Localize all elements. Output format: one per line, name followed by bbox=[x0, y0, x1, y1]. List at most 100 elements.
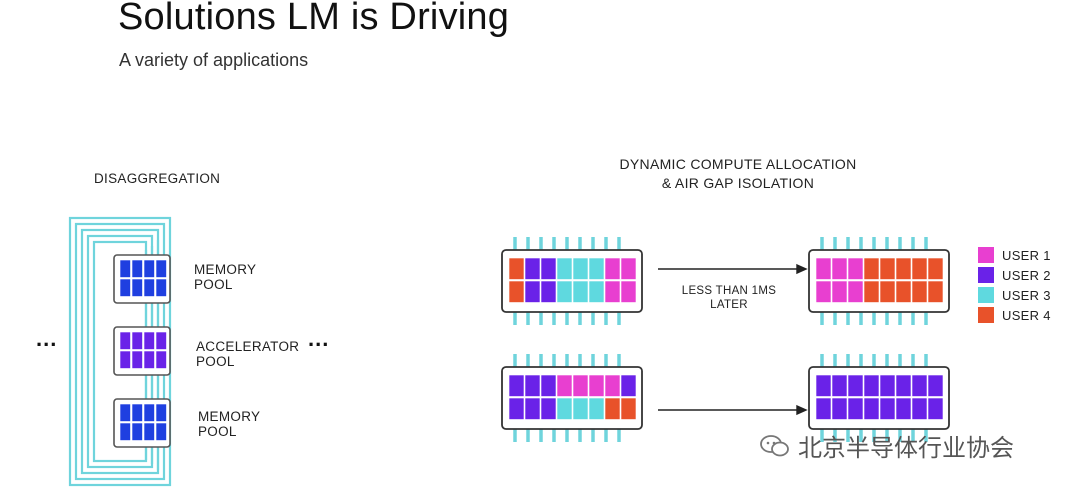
compute-cell bbox=[556, 397, 573, 420]
pool-cell bbox=[155, 278, 167, 297]
arrows bbox=[658, 263, 808, 416]
compute-cell bbox=[540, 280, 557, 303]
compute-cell bbox=[604, 280, 621, 303]
compute-cell bbox=[588, 257, 605, 280]
pool-cell bbox=[131, 259, 143, 278]
accelerator-pool-chip bbox=[113, 326, 171, 376]
slide-subtitle: A variety of applications bbox=[119, 50, 309, 70]
compute-cell bbox=[831, 397, 848, 420]
compute-cell bbox=[863, 280, 880, 303]
compute-cell bbox=[556, 257, 573, 280]
compute-cell bbox=[895, 397, 912, 420]
pool-chips bbox=[113, 254, 171, 448]
watermark: 北京半导体行业协会 bbox=[760, 428, 1014, 463]
chip-after-bottom bbox=[808, 354, 950, 442]
arrow-head-bottom bbox=[796, 404, 808, 416]
compute-cell bbox=[927, 257, 944, 280]
pool-cell bbox=[143, 422, 155, 441]
compute-cell bbox=[620, 374, 637, 397]
compute-cell bbox=[524, 280, 541, 303]
memory-pool-chip-top bbox=[113, 254, 171, 304]
pool-cell bbox=[131, 350, 143, 369]
legend-swatch bbox=[978, 267, 994, 283]
compute-cell bbox=[879, 257, 896, 280]
compute-cell bbox=[604, 397, 621, 420]
compute-cell bbox=[508, 397, 525, 420]
legend-user-4: USER 4 bbox=[978, 305, 1051, 325]
compute-cell bbox=[911, 397, 928, 420]
compute-cell bbox=[879, 280, 896, 303]
pool-cell bbox=[155, 422, 167, 441]
wechat-icon bbox=[760, 434, 789, 456]
compute-cell bbox=[588, 280, 605, 303]
compute-cell bbox=[620, 257, 637, 280]
pool-cell bbox=[131, 403, 143, 422]
compute-cell bbox=[831, 257, 848, 280]
compute-cell bbox=[620, 397, 637, 420]
compute-cell bbox=[588, 397, 605, 420]
pool-cell bbox=[119, 350, 131, 369]
compute-cell bbox=[572, 397, 589, 420]
chip-before-bottom bbox=[501, 354, 643, 442]
pool-cell bbox=[119, 278, 131, 297]
compute-cell bbox=[847, 374, 864, 397]
arrow-head-top bbox=[796, 263, 808, 275]
compute-cell bbox=[831, 374, 848, 397]
legend-user-1: USER 1 bbox=[978, 245, 1051, 265]
compute-cell bbox=[879, 397, 896, 420]
compute-cell bbox=[604, 374, 621, 397]
compute-cell bbox=[895, 374, 912, 397]
compute-cell bbox=[524, 374, 541, 397]
pool-cell bbox=[143, 278, 155, 297]
pool-cell bbox=[131, 331, 143, 350]
compute-cell bbox=[556, 374, 573, 397]
pool-cell bbox=[155, 350, 167, 369]
pool-cell bbox=[155, 403, 167, 422]
compute-cell bbox=[572, 280, 589, 303]
legend-user-2: USER 2 bbox=[978, 265, 1051, 285]
pool-cell bbox=[131, 278, 143, 297]
pool-cell bbox=[143, 350, 155, 369]
compute-cell bbox=[895, 257, 912, 280]
compute-cell bbox=[911, 257, 928, 280]
compute-cell bbox=[524, 257, 541, 280]
compute-cell bbox=[540, 374, 557, 397]
compute-cell bbox=[927, 280, 944, 303]
pool-cell bbox=[143, 331, 155, 350]
compute-cell bbox=[524, 397, 541, 420]
compute-cell bbox=[540, 397, 557, 420]
ellipsis-right: ... bbox=[308, 326, 330, 351]
compute-cell bbox=[847, 257, 864, 280]
compute-cell bbox=[927, 374, 944, 397]
compute-cell bbox=[604, 257, 621, 280]
compute-cell bbox=[815, 397, 832, 420]
compute-cell bbox=[572, 374, 589, 397]
compute-cell bbox=[540, 257, 557, 280]
pool-cell bbox=[119, 422, 131, 441]
slide-title: Solutions LM is Driving bbox=[118, 0, 510, 38]
legend-user-3: USER 3 bbox=[978, 285, 1051, 305]
compute-cell bbox=[620, 280, 637, 303]
pool-cell bbox=[155, 259, 167, 278]
pool-cell bbox=[119, 259, 131, 278]
chip-before-top bbox=[501, 237, 643, 325]
compute-cell bbox=[556, 280, 573, 303]
compute-cell bbox=[863, 374, 880, 397]
compute-cell bbox=[911, 374, 928, 397]
compute-cell bbox=[815, 257, 832, 280]
allocation-heading: DYNAMIC COMPUTE ALLOCATION& AIR GAP ISOL… bbox=[619, 156, 857, 191]
chip-after-top bbox=[808, 237, 950, 325]
legend-swatch bbox=[978, 307, 994, 323]
compute-cell bbox=[863, 397, 880, 420]
compute-cell bbox=[831, 280, 848, 303]
compute-cell bbox=[895, 280, 912, 303]
pool-cell bbox=[119, 403, 131, 422]
compute-cell bbox=[588, 374, 605, 397]
ellipsis-left: ... bbox=[36, 326, 58, 351]
compute-cell bbox=[847, 397, 864, 420]
